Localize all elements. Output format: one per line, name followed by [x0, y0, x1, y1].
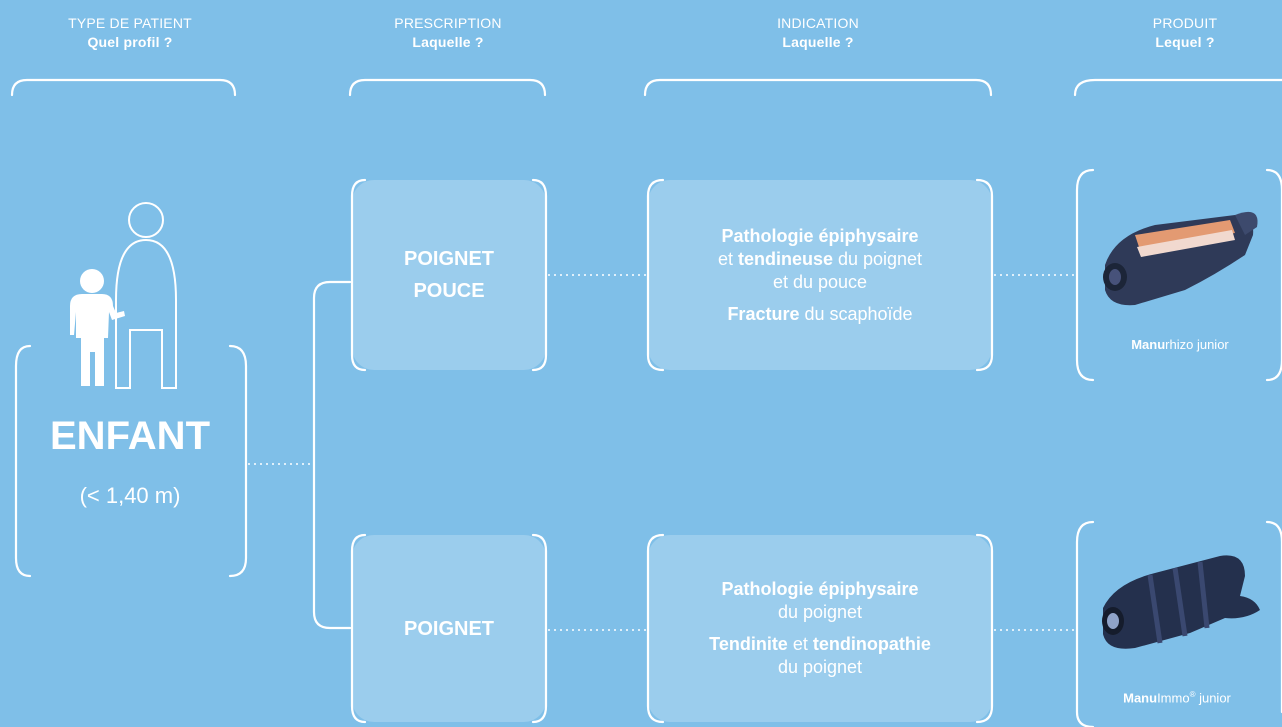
- adult-child-icon: [70, 202, 177, 389]
- tree-connector: [312, 280, 352, 630]
- wrist-brace-icon: [1102, 555, 1260, 649]
- indication-bold: tendinopathie: [812, 634, 931, 654]
- product-bracket: [1265, 520, 1282, 714]
- product-model: Immo: [1157, 690, 1190, 706]
- header-question: Laquelle ?: [782, 34, 854, 50]
- indication-text: du scaphoïde: [799, 303, 913, 324]
- header-question: Quel profil ?: [87, 34, 173, 50]
- header-patient-type: TYPE DE PATIENT Quel profil ?: [20, 14, 240, 52]
- product-brand: Manu: [1131, 337, 1166, 352]
- header-question: Lequel ?: [1155, 34, 1215, 50]
- indication-bold: tendineuse: [737, 248, 833, 269]
- header-prescription: PRESCRIPTION Laquelle ?: [338, 14, 558, 52]
- box-bracket: [531, 178, 548, 372]
- product-bracket: [1075, 168, 1095, 382]
- patient-label: ENFANT: [50, 414, 210, 458]
- prescription-line: POUCE: [413, 280, 485, 302]
- patient-bracket: [14, 344, 32, 578]
- indication-box-1: Pathologie épiphysaire et tendineuse du …: [648, 180, 992, 370]
- product-suffix: junior: [1195, 690, 1231, 706]
- prescription-line: POIGNET: [403, 617, 494, 640]
- header-bracket: [348, 78, 547, 97]
- product-mark: ®: [1189, 690, 1196, 699]
- header-product: PRODUIT Lequel ?: [1090, 14, 1280, 52]
- box-bracket: [646, 533, 665, 724]
- header-bracket: [10, 78, 237, 97]
- box-bracket: [975, 533, 994, 724]
- box-bracket: [646, 178, 665, 372]
- indication-text: du poignet: [777, 602, 863, 622]
- header-title: PRODUIT: [1152, 15, 1218, 31]
- box-bracket: [975, 178, 994, 372]
- product-model: rhizo junior: [1165, 337, 1229, 352]
- product-name-2: ManuImmo® junior: [1082, 690, 1272, 705]
- header-bracket: [1073, 78, 1282, 97]
- prescription-box-wrist-thumb: POIGNET POUCE: [352, 180, 546, 370]
- indication-bold: Fracture: [727, 303, 800, 324]
- prescription-line: POIGNET: [403, 248, 494, 270]
- indication-text: et: [787, 634, 813, 654]
- indication-text: du poignet: [777, 657, 863, 677]
- header-title: INDICATION: [777, 15, 859, 31]
- indication-text: et du pouce: [772, 271, 868, 292]
- prescription-box-wrist: POIGNET: [352, 535, 546, 722]
- header-indication: INDICATION Laquelle ?: [668, 14, 968, 52]
- box-bracket: [350, 178, 367, 372]
- indication-text: et: [717, 248, 738, 269]
- indication-bold: Tendinite: [709, 634, 788, 654]
- header-title: PRESCRIPTION: [394, 15, 502, 31]
- header-question: Laquelle ?: [412, 34, 484, 50]
- box-bracket: [531, 533, 548, 724]
- product-name-1: Manurhizo junior: [1085, 337, 1275, 352]
- indication-bold: Pathologie épiphysaire: [721, 225, 919, 246]
- indication-text: du poignet: [832, 248, 923, 269]
- thumb-wrist-brace-icon: [1103, 211, 1258, 306]
- product-bracket: [1265, 168, 1282, 382]
- product-bracket: [1075, 520, 1095, 727]
- indication-box-2: Pathologie épiphysaire du poignet Tendin…: [648, 535, 992, 722]
- header-bracket: [643, 78, 993, 97]
- product-brand: Manu: [1123, 690, 1158, 706]
- header-title: TYPE DE PATIENT: [68, 15, 192, 31]
- indication-bold: Pathologie épiphysaire: [721, 579, 919, 599]
- patient-bracket: [228, 344, 248, 578]
- patient-height: (< 1,40 m): [79, 483, 181, 508]
- box-bracket: [350, 533, 367, 724]
